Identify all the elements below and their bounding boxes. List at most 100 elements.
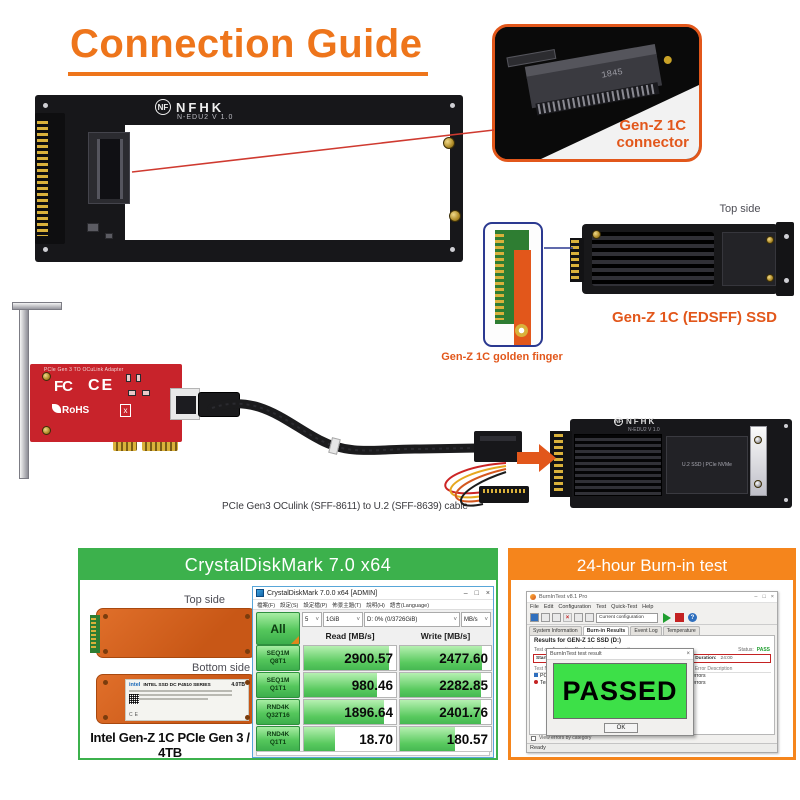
mounting-bracket [750,426,767,496]
screw-dot [103,680,108,685]
bt-footer-option: View errors by category [531,735,591,741]
menu-theme[interactable]: 佈景主題(T) [332,602,362,609]
chip-marking-text: 1845 [601,67,624,81]
menu-profile[interactable]: 設定檔(P) [303,602,328,609]
help-icon[interactable]: ? [688,613,697,622]
stop-test-icon[interactable] [675,613,684,622]
log-icon[interactable] [574,613,583,622]
screw-icon [42,426,51,435]
test-size-select[interactable]: 1GiB˅ [323,612,363,627]
delete-icon[interactable]: × [563,613,572,622]
tab-event-log[interactable]: Event Log [630,626,662,635]
gold-finger-comb [571,240,579,280]
burnintest-window: BurnInTest v8.1 Pro – □ × File Edit Conf… [526,591,778,753]
write-value: 2477.60 [439,650,488,666]
status-value: PASS [756,647,770,653]
sticker-model: INTEL SSD DC P4510 SERIES [143,683,211,688]
gold-finger-comb [495,234,504,320]
mounting-bracket [776,222,794,296]
config-dropdown[interactable]: Current configuration [596,612,658,623]
smd-component [87,223,99,232]
results-heading: Results for GEN-Z 1C SSD (D:) [534,638,622,644]
menu-configuration[interactable]: Configuration [558,604,592,610]
genz-socket-connector [88,132,130,204]
write-value: 2401.76 [439,704,488,720]
test-count-select[interactable]: 5˅ [302,612,322,627]
cdm-comment-field[interactable] [256,751,490,756]
arrow-bar [517,452,539,464]
silkscreen-text: PCIe Gen 3 TO OCuLink Adapter [44,367,124,373]
save-icon[interactable] [530,613,539,622]
mount-hole [450,103,455,108]
pcie-gold-fingers-long [142,442,178,451]
close-icon[interactable]: × [686,651,690,657]
checkbox[interactable] [531,735,536,741]
cdm-all-button[interactable]: All [256,612,300,645]
cable-caption: PCIe Gen3 OCulink (SFF-8611) to U.2 (SFF… [222,501,468,512]
menu-edit[interactable]: Edit [543,604,554,610]
bt-window-title: BurnInTest v8.1 Pro [539,594,588,600]
report-icon[interactable] [552,613,561,622]
read-result-cell: 2900.57 [303,645,397,671]
menu-settings[interactable]: 設定(S) [280,602,299,609]
close-button[interactable]: × [485,589,490,597]
edsff-ssd-photo [570,222,794,296]
test-result-dialog: BurnInTest test result × PASSED OK [546,648,694,736]
unit-select[interactable]: MB/s˅ [461,612,491,627]
cdm-window-title: CrystalDiskMark 7.0.0 x64 [ADMIN] [267,589,378,597]
connector-closeup-art: 1845 [495,27,699,159]
heatsink-fins [592,232,714,286]
sticker-title-row: intel INTEL SSD DC P4510 SERIES 4.0TB [126,680,248,688]
result-bar [304,700,385,724]
benchmark-panel: CrystalDiskMark 7.0 x64 Top side Bottom … [78,548,498,760]
menu-language[interactable]: 語言(Language) [389,602,430,609]
read-value: 980.46 [351,677,393,693]
board-model-text: N-EDU2 V 1.0 [628,427,660,433]
mount-hole [450,247,455,252]
start-test-icon[interactable] [663,612,671,623]
result-bar [400,727,455,751]
maximize-button[interactable]: □ [474,589,479,597]
menu-quick-test[interactable]: Quick-Test [611,604,638,610]
menu-help[interactable]: Help [642,604,654,610]
result-bar [304,727,336,751]
bt-title-bar: BurnInTest v8.1 Pro – □ × [527,592,777,603]
nf-monogram-icon: NF [614,417,623,426]
screw-icon [754,480,762,488]
minimize-button[interactable]: – [754,594,758,600]
brand-text: NFHK [176,99,225,115]
arrow-head [539,444,556,472]
smd-component [142,390,150,396]
write-column-header: Write [MB/s] [420,631,471,641]
target-drive-select[interactable]: D: 0% (0/3726GiB)˅ [364,612,460,627]
web-icon[interactable] [585,613,594,622]
pcie-oculink-card-photo: PCIe Gen 3 TO OCuLink Adapter FC CE RoHS… [12,298,240,486]
cdm-title-bar: CrystalDiskMark 7.0.0 x64 [ADMIN] – □ × [253,587,493,600]
dialog-title-bar: BurnInTest test result × [547,649,693,660]
benchmark-panel-header: CrystalDiskMark 7.0 x64 [80,550,496,580]
write-result-cell: 2401.76 [399,699,492,725]
red-pcb: PCIe Gen 3 TO OCuLink Adapter FC CE RoHS… [30,364,182,442]
tab-burnin-results[interactable]: Burn-in Results [582,626,630,635]
menu-test[interactable]: Test [596,604,607,610]
u2-edge-connector [35,113,65,244]
menu-file[interactable]: 檔案(F) [257,602,276,609]
oculink-cable-plug [198,392,240,417]
maximize-button[interactable]: □ [762,594,766,600]
tab-system-information[interactable]: System Information [529,626,582,635]
smd-component [105,233,113,239]
sticker-capacity: 4.0TB [231,682,245,688]
minimize-button[interactable]: – [463,589,468,597]
print-icon[interactable] [541,613,550,622]
screw-icon [443,137,455,149]
tab-temperature[interactable]: Temperature [662,626,700,635]
menu-file[interactable]: File [530,604,539,610]
gold-finger-comb [37,121,48,236]
ok-button[interactable]: OK [604,723,638,733]
menu-help[interactable]: 說明(H) [366,602,385,609]
close-button[interactable]: × [770,594,774,600]
